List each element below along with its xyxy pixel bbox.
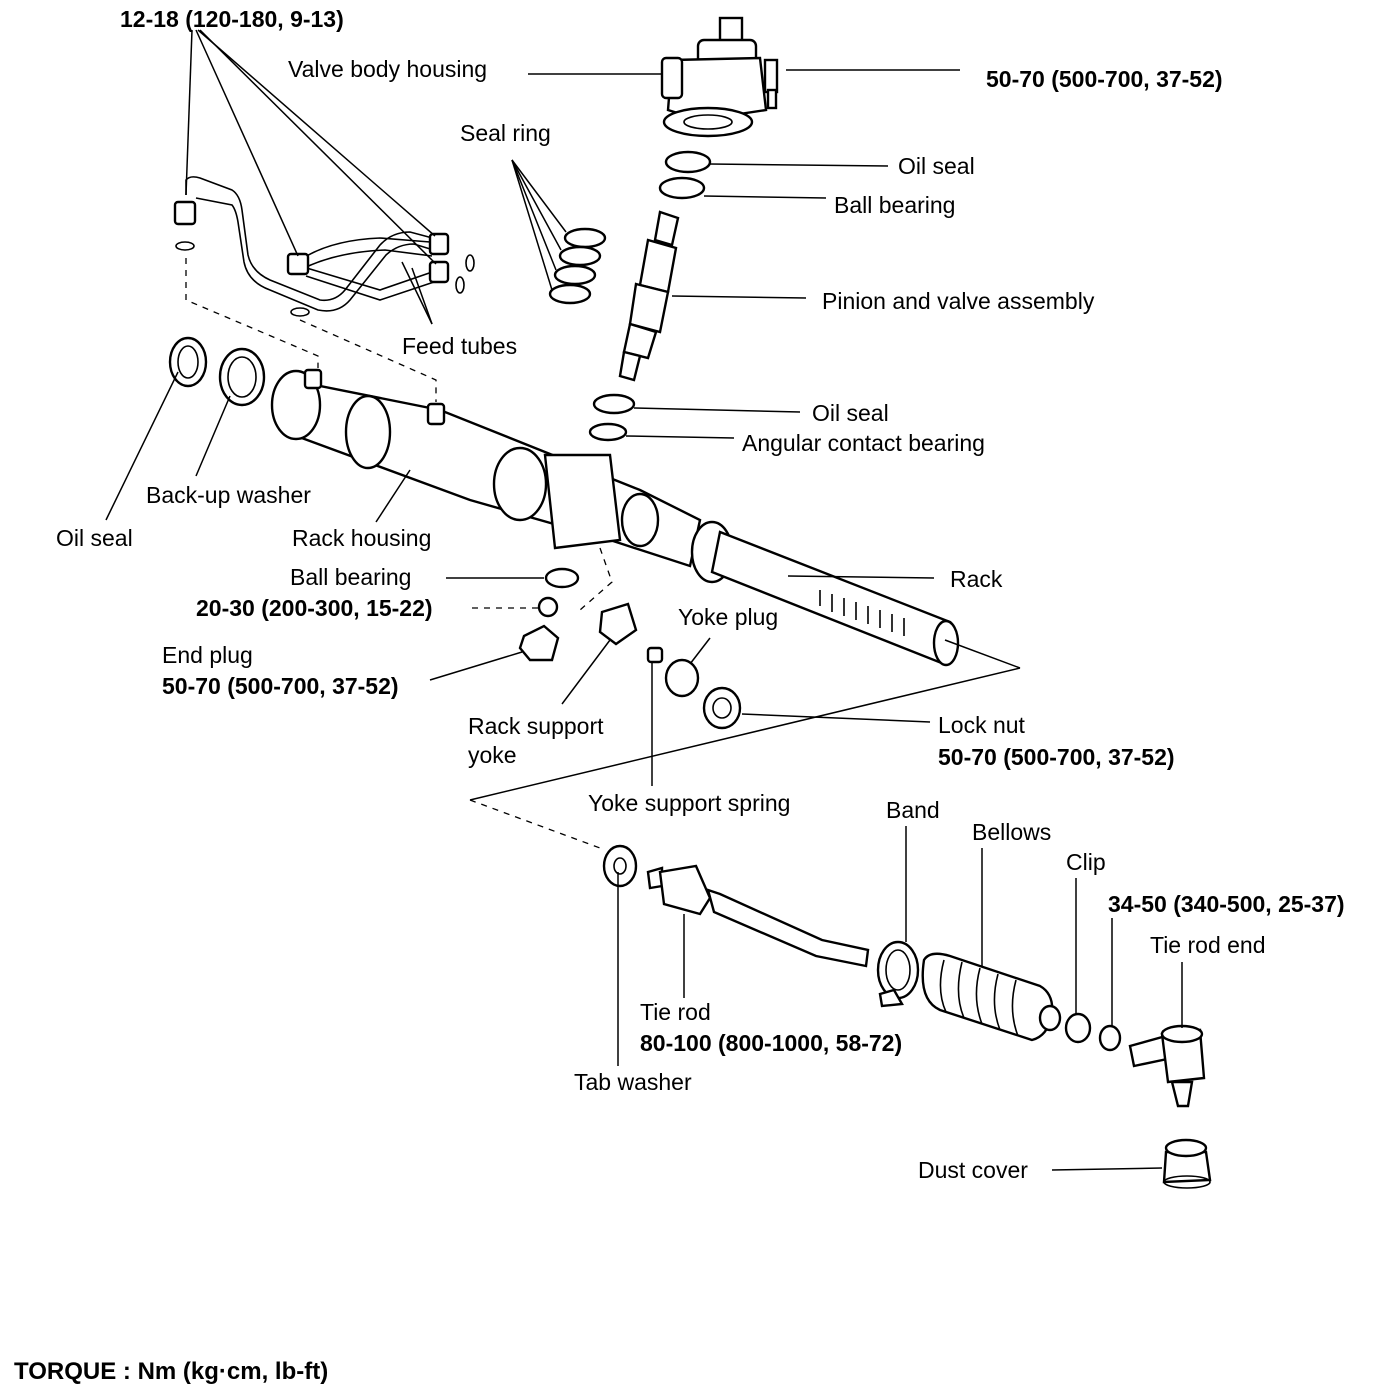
upper-oil-seal-drawing [664, 150, 712, 174]
tie-rod-end-nut-drawing [1098, 1024, 1122, 1052]
end-plug-drawing [518, 624, 560, 662]
lock-nut-torque-label: 50-70 (500-700, 37-52) [938, 744, 1175, 770]
lock-nut-drawing [702, 686, 742, 730]
middle-oil-seal-drawing [592, 393, 636, 415]
left-oil-seal-drawing [168, 336, 208, 388]
clip-drawing [1064, 1012, 1092, 1044]
tie-rod-end-label: Tie rod end [1150, 932, 1266, 958]
lower-ball-bearing-label: Ball bearing [290, 564, 412, 590]
yoke-plug-drawing [664, 658, 700, 698]
left-oil-seal-label: Oil seal [56, 525, 133, 551]
rack-drawing [710, 530, 960, 667]
rack-support-yoke-drawing [598, 602, 638, 646]
bellows-label: Bellows [972, 819, 1052, 845]
back-up-washer-label: Back-up washer [146, 482, 311, 508]
rack-support-yoke-label: Rack support yoke [468, 713, 604, 768]
rack-housing-label: Rack housing [292, 525, 432, 551]
seal-rings-drawing [511, 159, 607, 305]
feed-tube-torque-leaders [185, 29, 437, 265]
angular-contact-bearing-drawing [588, 422, 628, 442]
yoke-support-spring-label: Yoke support spring [588, 790, 791, 816]
tab-washer-drawing [602, 844, 638, 888]
pinion-valve-assembly-label: Pinion and valve assembly [822, 288, 1095, 314]
rack-support-yoke-label-line2: yoke [468, 742, 517, 768]
upper-ball-bearing-drawing [658, 176, 706, 200]
end-plug-label: End plug [162, 642, 253, 668]
rack-support-yoke-label-line1: Rack support [468, 713, 604, 739]
ball-bearing-torque-label: 20-30 (200-300, 15-22) [196, 595, 433, 621]
dust-cover-drawing [1162, 1138, 1212, 1189]
feed-tubes-label: Feed tubes [402, 333, 518, 359]
bellows-drawing [921, 952, 1062, 1042]
tie-rod-drawing [646, 864, 870, 968]
assembly-link-lines [185, 258, 1021, 849]
yoke-plug-label: Yoke plug [678, 604, 779, 630]
tab-washer-label: Tab washer [574, 1069, 692, 1095]
seal-ring-label: Seal ring [460, 120, 551, 146]
back-up-washer-drawing [218, 347, 266, 407]
label-leader-lines [105, 69, 1183, 1171]
tie-rod-label: Tie rod [640, 999, 711, 1025]
end-plug-torque-label: 50-70 (500-700, 37-52) [162, 673, 399, 699]
torque-units-legend: TORQUE : Nm (kg·cm, lb-ft) [14, 1358, 329, 1385]
middle-oil-seal-label: Oil seal [812, 400, 889, 426]
rack-label: Rack [950, 566, 1003, 592]
clip-label: Clip [1066, 849, 1106, 875]
tie-rod-end-drawing [1128, 1024, 1206, 1108]
valve-body-torque-label: 50-70 (500-700, 37-52) [986, 66, 1223, 92]
valve-body-housing-label: Valve body housing [288, 56, 488, 82]
pinion-valve-assembly-drawing [618, 210, 680, 382]
lower-ball-bearing-drawing [544, 567, 580, 589]
rack-housing-drawing [270, 368, 734, 584]
yoke-support-spring-drawing [646, 646, 664, 664]
angular-contact-bearing-label: Angular contact bearing [742, 430, 985, 456]
band-label: Band [886, 797, 940, 823]
upper-oil-seal-label: Oil seal [898, 153, 975, 179]
bearing-nut-drawing [537, 596, 559, 618]
tie-rod-end-torque-label: 34-50 (340-500, 25-37) [1108, 891, 1345, 917]
dust-cover-label: Dust cover [918, 1157, 1028, 1183]
feed-tubes-drawing [173, 176, 475, 317]
tie-rod-torque-label: 80-100 (800-1000, 58-72) [640, 1030, 903, 1056]
upper-ball-bearing-label: Ball bearing [834, 192, 956, 218]
lock-nut-label: Lock nut [938, 712, 1025, 738]
feed-tube-torque-label: 12-18 (120-180, 9-13) [120, 6, 344, 32]
valve-body-housing-drawing [660, 16, 779, 138]
